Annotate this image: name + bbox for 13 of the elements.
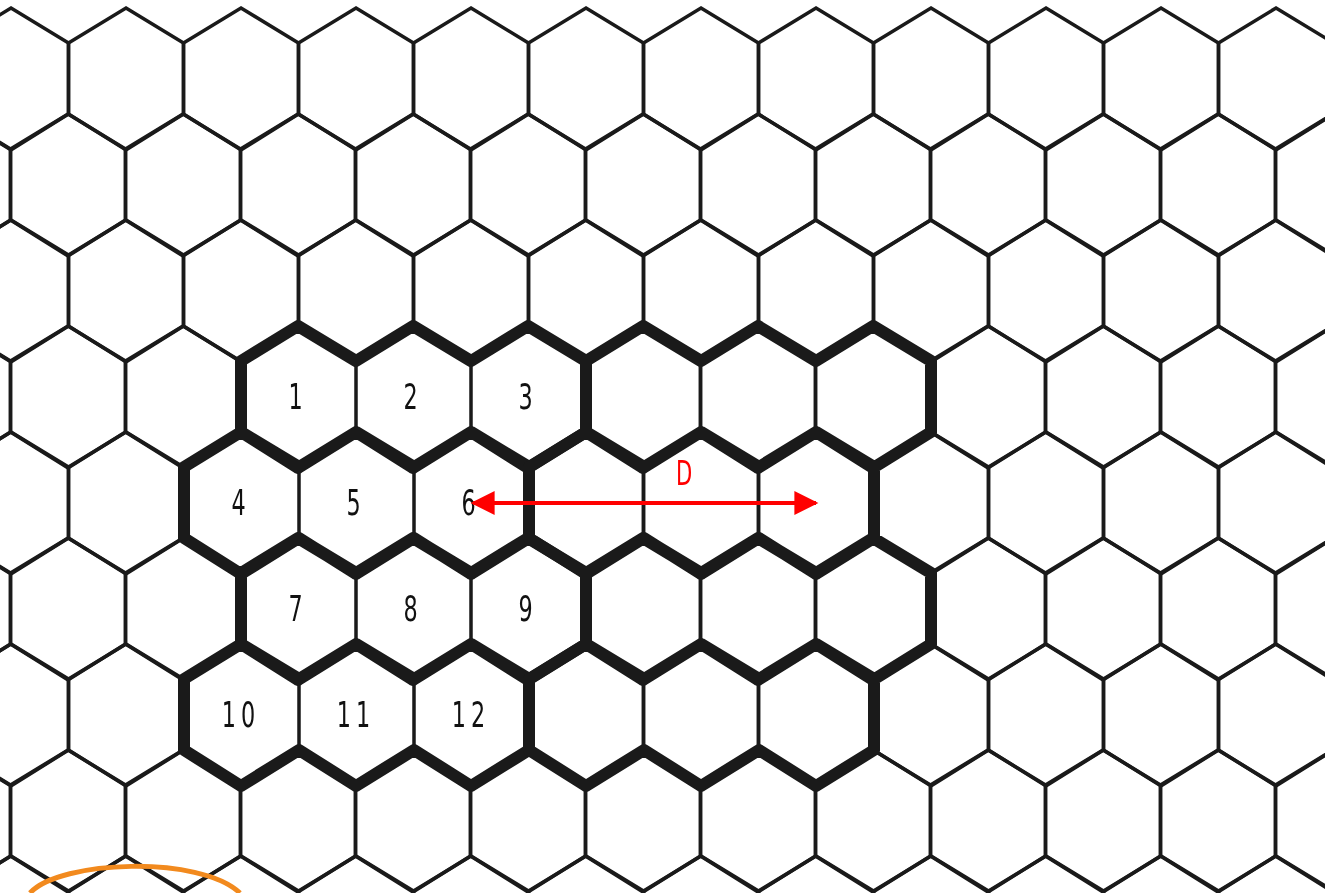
- cell-number: 9: [518, 591, 538, 627]
- cell-number: 8: [403, 591, 423, 627]
- cell-number: 12: [451, 697, 491, 733]
- cell-number: 7: [288, 591, 308, 627]
- cell-number: 5: [346, 485, 366, 521]
- cell-number: 10: [221, 697, 261, 733]
- cell-number: 1: [288, 379, 308, 415]
- cell-number: 3: [518, 379, 538, 415]
- cell-number: 2: [403, 379, 423, 415]
- dimension-label: D: [675, 456, 692, 490]
- cell-number: 11: [336, 697, 376, 733]
- cell-number: 6: [461, 485, 481, 521]
- cell-number: 4: [231, 485, 251, 521]
